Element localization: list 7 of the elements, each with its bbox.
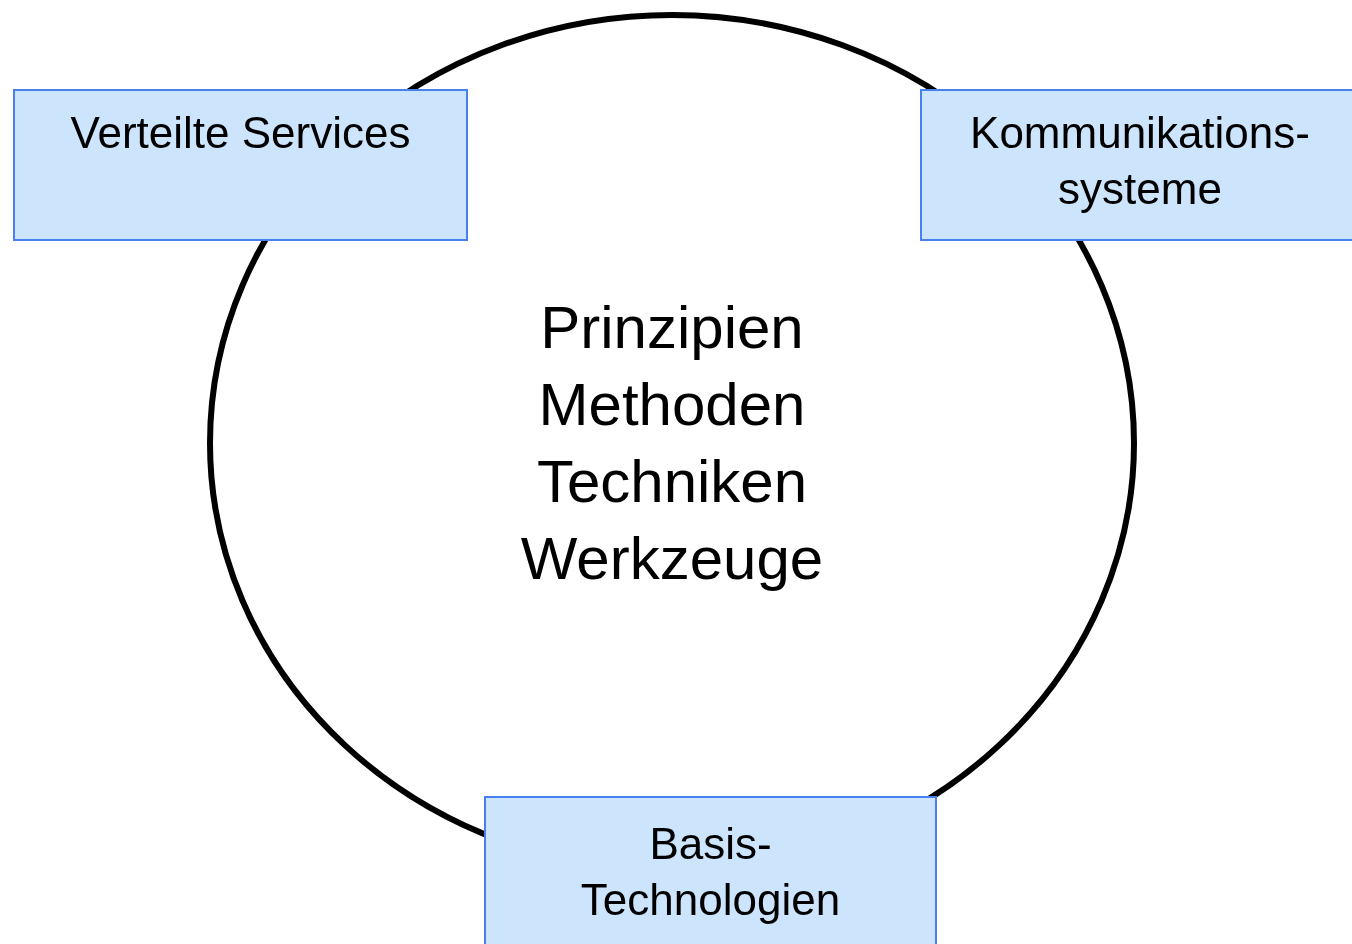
center-text: Techniken [536,447,808,517]
topic-box: Verteilte Services [13,89,468,241]
center-text: Prinzipien [540,293,804,363]
topic-box: Kommunikations- systeme [920,89,1352,241]
topic-box: Basis- Technologien [484,796,937,944]
center-text: Werkzeuge [520,524,824,594]
center-text: Methoden [538,370,806,440]
